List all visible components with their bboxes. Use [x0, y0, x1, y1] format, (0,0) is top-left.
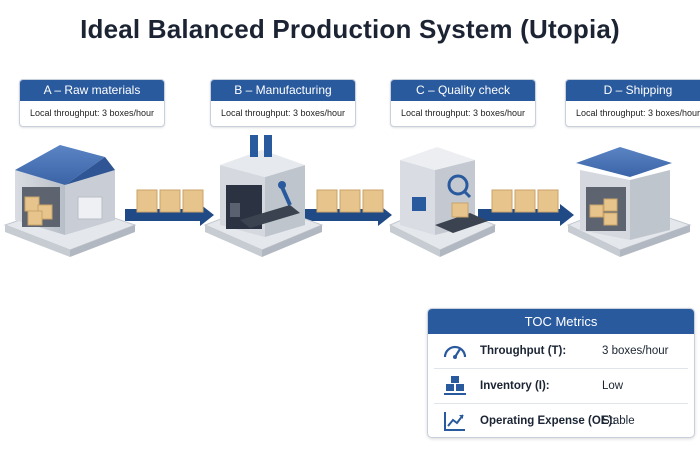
gauge-icon	[443, 345, 467, 359]
boxes-icon	[444, 376, 466, 395]
toc-metrics-panel: TOC Metrics Throughput (T): 3 boxes/hour…	[427, 308, 695, 438]
warehouse-a	[3, 145, 137, 257]
quality-station-c	[388, 147, 497, 257]
box-group	[491, 189, 559, 213]
stage-title: A – Raw materials	[20, 80, 164, 101]
metrics-title: TOC Metrics	[428, 309, 694, 334]
stage-throughput: Local throughput: 3 boxes/hour	[220, 108, 346, 118]
stage-title: C – Quality check	[391, 80, 535, 101]
metric-row-throughput: Throughput (T): 3 boxes/hour	[434, 334, 688, 369]
stage-throughput: Local throughput: 3 boxes/hour	[400, 108, 526, 118]
stage-card-raw-materials: A – Raw materials Local throughput: 3 bo…	[19, 79, 165, 127]
trend-chart-icon	[444, 412, 465, 431]
stage-card-quality-check: C – Quality check Local throughput: 3 bo…	[390, 79, 536, 127]
stage-card-shipping: D – Shipping Local throughput: 3 boxes/h…	[565, 79, 700, 127]
stage-throughput: Local throughput: 3 boxes/hour	[29, 108, 155, 118]
production-line-illustration	[3, 135, 692, 257]
metric-value: Low	[602, 380, 624, 392]
stage-title: B – Manufacturing	[211, 80, 355, 101]
page-title: Ideal Balanced Production System (Utopia…	[80, 14, 620, 44]
stage-card-manufacturing: B – Manufacturing Local throughput: 3 bo…	[210, 79, 356, 127]
stage-title: D – Shipping	[566, 80, 700, 101]
shipping-dock-d	[566, 147, 692, 257]
metric-value: Stable	[602, 415, 635, 427]
metric-value: 3 boxes/hour	[602, 345, 669, 357]
metric-row-operating-expense: Operating Expense (OE): Stable	[434, 404, 688, 437]
metric-row-inventory: Inventory (I): Low	[434, 369, 688, 404]
box-group	[316, 189, 384, 213]
metric-label: Operating Expense (OE):	[480, 415, 617, 427]
box-group	[136, 189, 204, 213]
factory-b	[203, 135, 324, 257]
metric-label: Throughput (T):	[480, 345, 567, 357]
stage-throughput: Local throughput: 3 boxes/hour	[575, 108, 700, 118]
metric-label: Inventory (I):	[480, 380, 550, 392]
